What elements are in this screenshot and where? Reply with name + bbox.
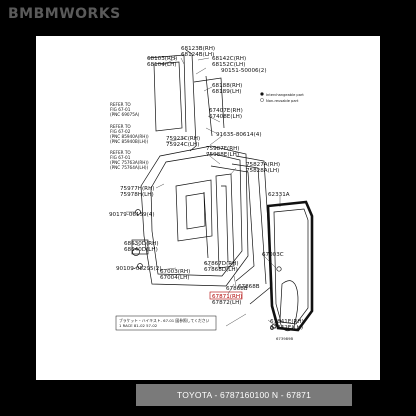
refer-note-2-d: (PNC 85940B(LH)) — [110, 139, 148, 144]
watermark: BMBMWORKS — [8, 6, 121, 22]
label-75827a: 75827A(RH) — [246, 162, 280, 168]
run-channel-strip — [205, 75, 213, 137]
footnote-box — [115, 315, 217, 331]
door-inner-frame — [150, 153, 243, 277]
refer-note-1-c: (PNC 69075A) — [110, 112, 140, 117]
label-68103: 68103(RH) — [147, 56, 177, 62]
label-67841e: 67841E(RH) — [270, 319, 304, 325]
label-75987f: 75987F(RH) — [206, 146, 239, 152]
refer-note-3-d: (PNC 75764A(LH)) — [110, 165, 148, 170]
door-glass — [153, 61, 183, 132]
hinge-bolt-2 — [137, 263, 143, 269]
label-67868d: 67868D(LH) — [204, 267, 238, 273]
refer-note-1-b: FIG 67-01 — [110, 107, 131, 112]
bolt — [135, 209, 141, 215]
refer-note-3-a: REFER TO — [110, 150, 131, 155]
label-90179: 90179-06159(4) — [109, 212, 155, 218]
non-reusable-icon — [260, 98, 264, 102]
label-90151: 90151-50006(2) — [221, 68, 267, 74]
interchangeable-icon — [260, 92, 264, 96]
refer-note-3-b: FIG 67-01 — [110, 155, 131, 160]
refer-note-3-c: (PNC 75763A(RH)) — [110, 160, 149, 165]
channel-strip — [221, 185, 229, 263]
seal-clip — [271, 323, 277, 329]
label-67867d: 67867D(RH) — [204, 261, 239, 267]
figure-code: 673989B — [276, 336, 293, 341]
label-68630d: 68630D(RH) — [124, 241, 159, 247]
refer-note-2-a: REFER TO — [110, 124, 131, 129]
legend: Interchangeable part Non-reusable part — [260, 92, 304, 103]
opening-seal-inner — [273, 208, 309, 325]
label-67004: 67004(LH) — [160, 275, 189, 281]
label-67003c: 67003C — [262, 252, 284, 258]
footnote-line-1: ブラケット・ハイキスト- 67-01 図参照してください — [119, 318, 210, 323]
clip — [276, 266, 282, 272]
label-75924c: 75924C(LH) — [166, 142, 199, 148]
refer-note-2-b: FIG 67-02 — [110, 129, 131, 134]
regulator-panel — [175, 179, 213, 242]
legend-item-interchangeable: Interchangeable part — [266, 93, 304, 97]
lower-trim — [279, 280, 299, 332]
glass-channel-outer — [147, 54, 187, 133]
label-68124b: 68124B(LH) — [181, 52, 214, 58]
label-67872: 67872(LH) — [212, 300, 241, 306]
part-number-caption: TOYOTA - 6787160100 N - 67871 — [136, 384, 352, 406]
hinge-bolt — [132, 248, 140, 256]
label-67407e: 67407E(RH) — [209, 108, 243, 114]
seal-clip-2 — [270, 326, 274, 330]
label-67003: 67003(RH) — [160, 269, 190, 275]
label-67868b: 67868B — [226, 286, 248, 292]
label-67408e: 67408E(LH) — [209, 114, 242, 120]
label-75923c: 75923C(RH) — [166, 136, 200, 142]
label-62331a: 62331A — [268, 192, 290, 198]
label-75977h: 75977H(RH) — [120, 186, 154, 192]
opening-seal — [266, 200, 314, 332]
door-parts-diagram: Interchangeable part Non-reusable part 6… — [109, 46, 314, 341]
door-shell — [140, 145, 249, 287]
belt-molding — [210, 165, 255, 282]
label-67842e: 67842E(LH) — [270, 325, 303, 331]
label-75978h: 75978H(LH) — [120, 192, 154, 198]
run-channel — [185, 49, 197, 152]
division-bar — [193, 77, 225, 129]
legend-item-nonreusable: Non-reusable part — [266, 99, 299, 103]
label-68142c: 68142C(RH) — [212, 56, 246, 62]
weatherstrip-inner — [231, 163, 267, 285]
label-90109: 90109-08295(2) — [116, 266, 162, 272]
label-68123b: 68123B(RH) — [181, 46, 215, 52]
highlight-box — [209, 291, 243, 300]
label-75828a: 75828A(LH) — [246, 168, 279, 174]
label-68189: 68189(LH) — [212, 89, 241, 95]
regulator-plate — [185, 192, 206, 230]
label-75988e: 75988E(LH) — [206, 152, 239, 158]
refer-note-1-a: REFER TO — [110, 102, 131, 107]
label-68188: 68188(RH) — [212, 83, 242, 89]
label-68640d: 68640D(LH) — [124, 247, 158, 253]
regulator-rail — [203, 191, 209, 259]
footnote-line-2: 1 RACE 81-02 57-02 — [119, 323, 158, 328]
label-68104: 68104(LH) — [147, 62, 176, 68]
refer-note-2-c: (PNC 85940A(RH)) — [110, 134, 149, 139]
parts-diagram-sheet: Interchangeable part Non-reusable part 6… — [36, 36, 380, 406]
label-67868b-2: 67868B — [238, 284, 260, 290]
rear-channel — [215, 173, 235, 269]
label-68152c: 68152C(LH) — [212, 62, 245, 68]
label-91635: 91635-80614(4) — [216, 132, 262, 138]
hinge — [131, 239, 149, 255]
label-67871-highlight: 67871(RH) — [212, 294, 242, 300]
